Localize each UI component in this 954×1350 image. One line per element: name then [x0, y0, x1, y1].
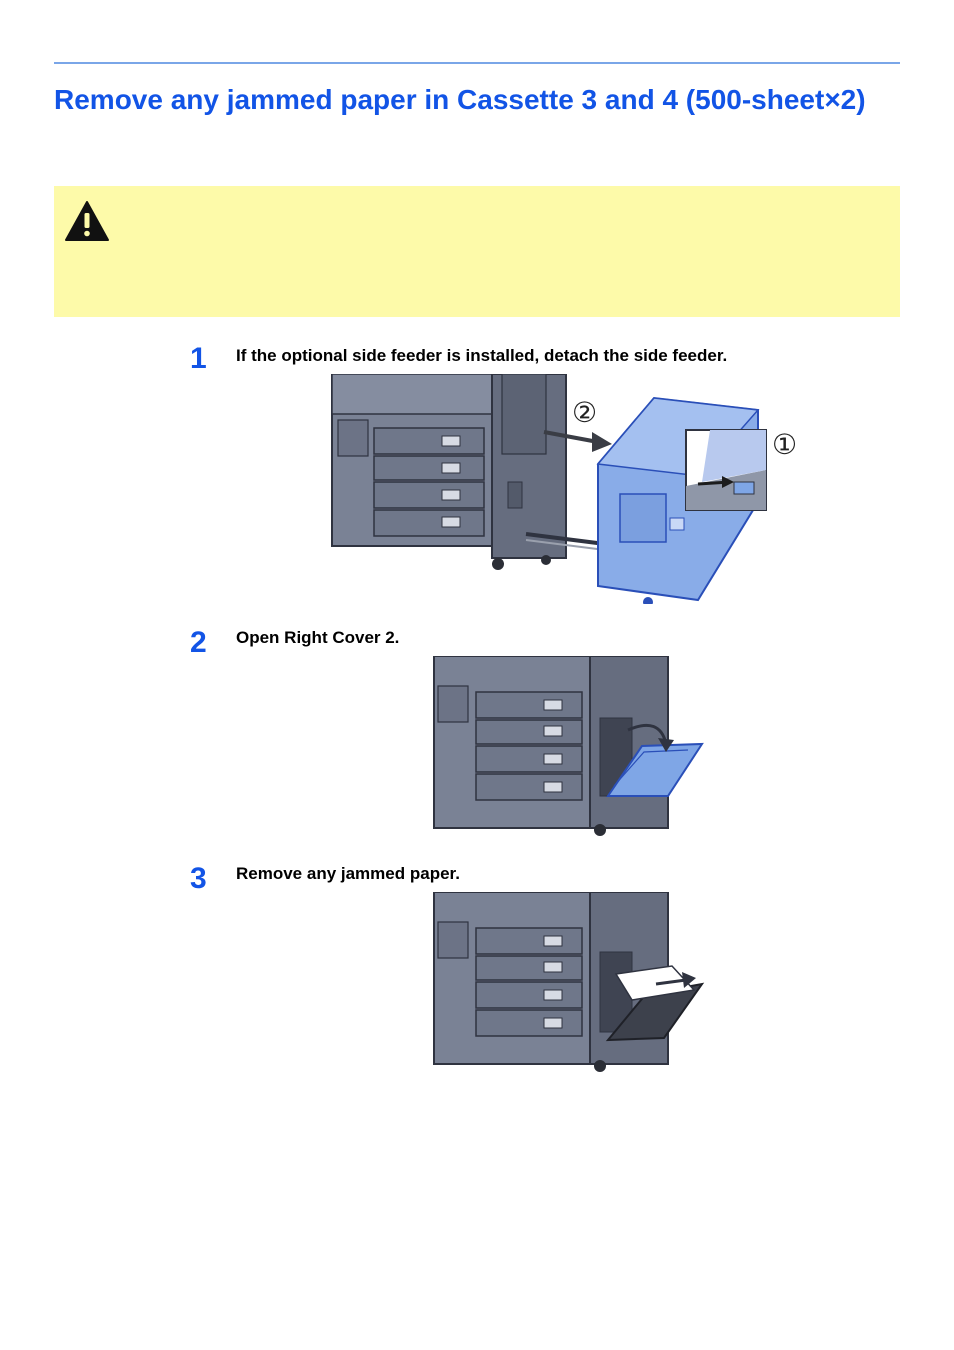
- warning-triangle-icon: [65, 201, 109, 241]
- caution-box: [54, 186, 900, 317]
- step-3-illustration: [433, 892, 705, 1072]
- step-2-illustration: [433, 656, 704, 836]
- callout-2-label: ②: [572, 396, 597, 429]
- step-1-text: If the optional side feeder is installed…: [236, 346, 728, 365]
- header-rule: [54, 62, 900, 64]
- step-1-illustration: ② ①: [331, 374, 797, 604]
- step-1-number: 1: [190, 342, 207, 375]
- callout-1-label: ①: [772, 428, 797, 461]
- page-title: Remove any jammed paper in Cassette 3 an…: [54, 84, 866, 115]
- step-2-text: Open Right Cover 2.: [236, 628, 400, 647]
- step-3-text: Remove any jammed paper.: [236, 864, 460, 883]
- step-2-number: 2: [190, 626, 207, 659]
- step-3-number: 3: [190, 862, 207, 895]
